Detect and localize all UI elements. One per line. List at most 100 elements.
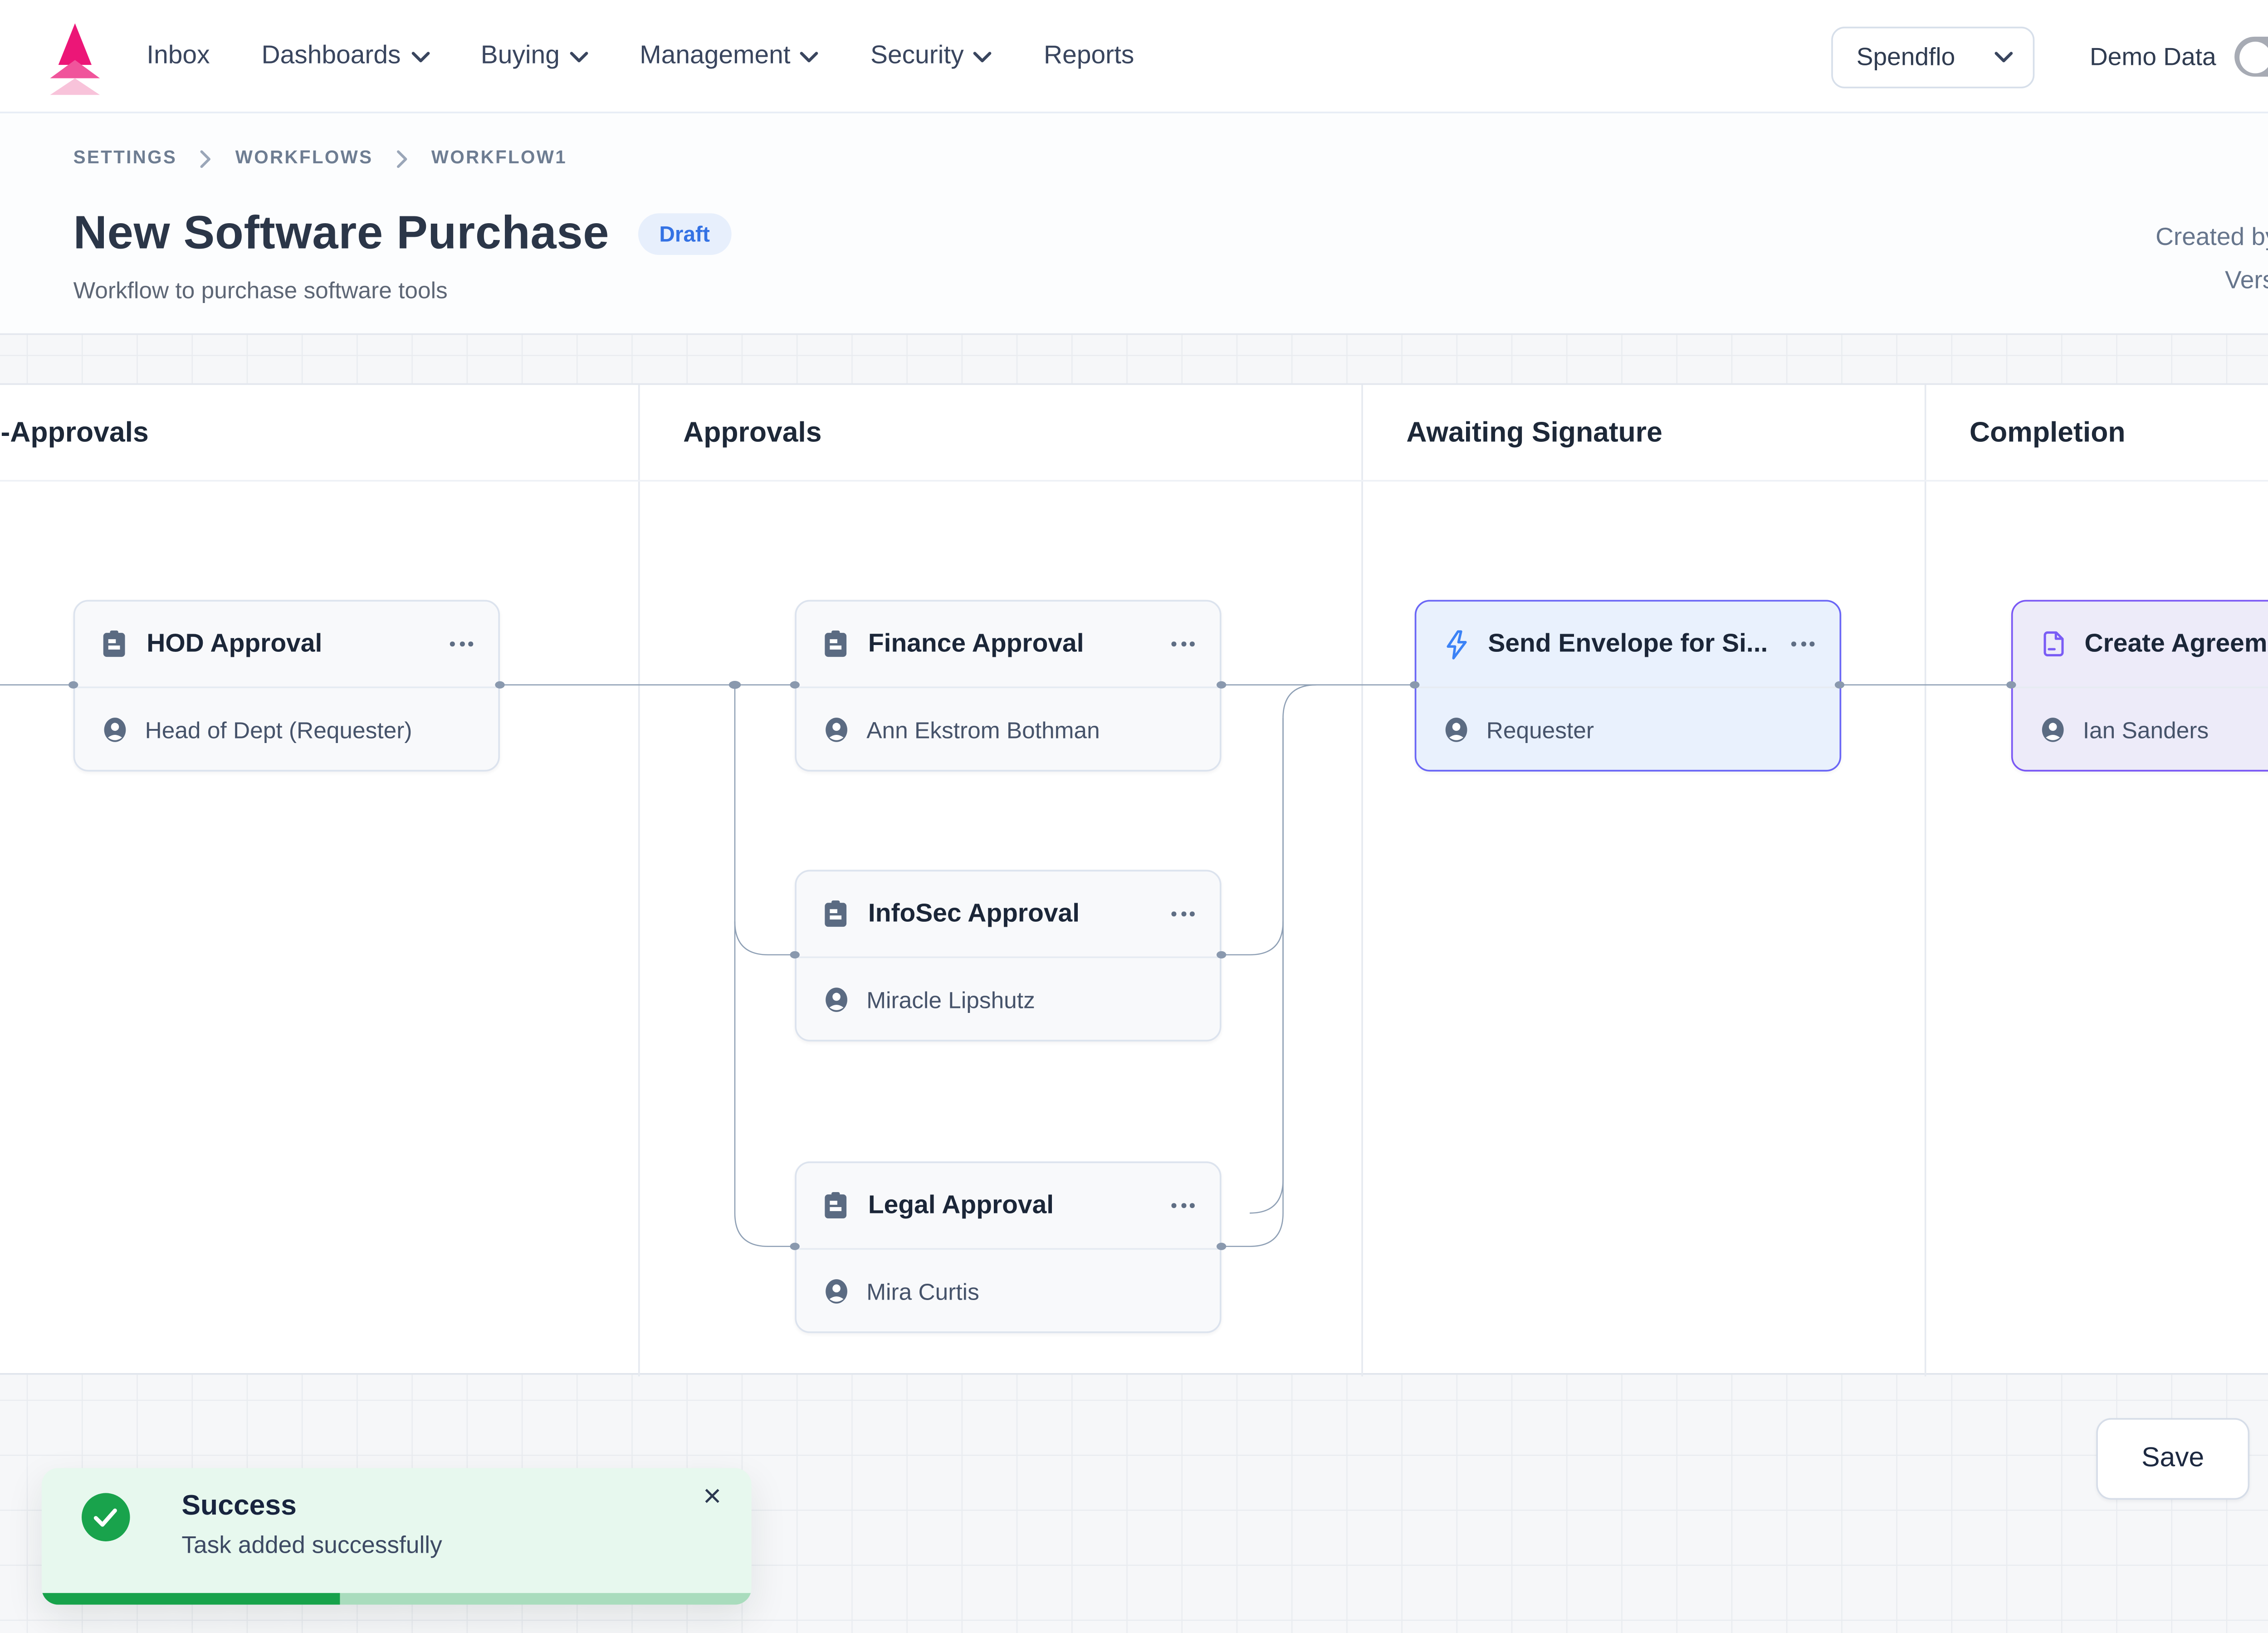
lane-approvals: Approvals <box>638 385 1361 1377</box>
nav-menu: Inbox Dashboards Buying Management Secur… <box>147 0 1134 113</box>
toast-message: Task added successfully <box>181 1533 442 1560</box>
save-button-label: Save <box>2141 1443 2204 1473</box>
node-assignee: Miracle Lipshutz <box>866 986 1035 1013</box>
top-nav: Inbox Dashboards Buying Management Secur… <box>0 0 2268 113</box>
breadcrumb-settings[interactable]: SETTINGS <box>73 148 177 169</box>
nav-item-label: Security <box>870 41 964 70</box>
assignee-icon <box>823 717 850 743</box>
nav-item-management[interactable]: Management <box>640 42 819 72</box>
agreement-icon <box>2039 629 2068 659</box>
workflow-node-send-envelope[interactable]: Send Envelope for Si... Requester <box>1414 600 1842 772</box>
lane-title: Completion <box>1970 416 2126 449</box>
workspace-name: Spendflo <box>1856 42 1955 71</box>
lane-title: Awaiting Signature <box>1406 416 1662 449</box>
demo-data-label: Demo Data <box>2089 42 2216 71</box>
nav-item-security[interactable]: Security <box>870 42 992 72</box>
nav-item-label: Inbox <box>147 41 210 70</box>
save-button[interactable]: Save <box>2096 1418 2250 1500</box>
chevron-down-icon <box>801 51 819 62</box>
node-menu-icon[interactable] <box>447 635 477 653</box>
node-assignee-row: Requester <box>1416 686 1840 771</box>
breadcrumb-workflows[interactable]: WORKFLOWS <box>235 148 373 169</box>
nav-item-label: Reports <box>1044 41 1134 70</box>
lane-pre-approvals: Pre-Approvals <box>0 385 638 1377</box>
node-assignee: Ian Sanders <box>2082 716 2209 743</box>
nav-item-label: Management <box>640 41 791 70</box>
status-badge: Draft <box>637 212 732 254</box>
node-title: Send Envelope for Si... <box>1488 629 1768 658</box>
success-toast: Success Task added successfully × <box>41 1468 752 1605</box>
node-title: Finance Approval <box>868 629 1084 658</box>
assignee-icon <box>2039 717 2066 743</box>
chevron-down-icon <box>570 51 588 62</box>
node-assignee-row: Ann Ekstrom Bothman <box>796 686 1220 771</box>
node-assignee-row: Ian Sanders <box>2013 686 2268 771</box>
node-assignee: Requester <box>1486 716 1594 743</box>
chevron-right-icon <box>396 149 407 167</box>
nav-item-label: Dashboards <box>261 41 401 70</box>
assignee-icon <box>1443 717 1470 743</box>
node-menu-icon[interactable] <box>1169 905 1198 923</box>
node-assignee: Head of Dept (Requester) <box>145 716 412 743</box>
assignee-icon <box>823 987 850 1013</box>
demo-data-toggle[interactable] <box>2234 36 2268 77</box>
success-check-icon <box>82 1493 130 1541</box>
node-assignee: Ann Ekstrom Bothman <box>866 716 1100 743</box>
node-menu-icon[interactable] <box>1169 1197 1198 1215</box>
page-subtitle: Workflow to purchase software tools <box>73 276 448 303</box>
node-menu-icon[interactable] <box>1169 635 1198 653</box>
toast-title: Success <box>181 1490 297 1521</box>
assignee-icon <box>102 717 128 743</box>
chevron-down-icon <box>1994 51 2013 62</box>
breadcrumb: SETTINGS WORKFLOWS WORKFLOW1 <box>73 148 567 168</box>
spendflo-logo-icon[interactable] <box>47 23 103 95</box>
task-icon <box>823 1191 851 1221</box>
task-icon <box>102 629 130 659</box>
nav-item-dashboards[interactable]: Dashboards <box>261 42 429 72</box>
node-header: InfoSec Approval <box>797 871 1220 956</box>
workflow-node-legal-approval[interactable]: Legal Approval Mira Curtis <box>795 1161 1222 1333</box>
page-title: New Software Purchase <box>73 206 610 259</box>
node-header: Send Envelope for Si... <box>1416 601 1839 686</box>
workflow-node-hod-approval[interactable]: HOD Approval Head of Dept (Requester) <box>73 600 500 772</box>
nav-item-inbox[interactable]: Inbox <box>147 42 210 72</box>
assignee-icon <box>823 1278 850 1305</box>
lane-title: Pre-Approvals <box>0 416 149 449</box>
node-assignee-row: Head of Dept (Requester) <box>75 686 499 771</box>
breadcrumb-workflow1[interactable]: WORKFLOW1 <box>431 148 567 169</box>
version-label: Version: <box>2225 266 2268 295</box>
zap-icon <box>1443 629 1471 659</box>
node-header: Create Agreement <box>2013 601 2268 686</box>
node-title: InfoSec Approval <box>868 899 1080 928</box>
nav-item-buying[interactable]: Buying <box>481 42 588 72</box>
lane-awaiting-signature: Awaiting Signature <box>1361 385 1925 1377</box>
node-header: HOD Approval <box>75 601 498 686</box>
lane-completion: Completion <box>1924 385 2268 1377</box>
workspace-selector[interactable]: Spendflo <box>1831 25 2035 88</box>
close-icon[interactable]: × <box>703 1480 722 1515</box>
nav-item-reports[interactable]: Reports <box>1044 42 1134 72</box>
workflow-node-create-agreement[interactable]: Create Agreement Ian Sanders <box>2011 600 2268 772</box>
node-header: Finance Approval <box>797 601 1220 686</box>
task-icon <box>823 629 851 659</box>
workflow-meta: Created by: Angel Lubin Version: 1 (Deta… <box>2156 217 2268 303</box>
node-header: Legal Approval <box>797 1163 1220 1248</box>
workflow-node-infosec-approval[interactable]: InfoSec Approval Miracle Lipshutz <box>795 870 1222 1041</box>
node-assignee: Mira Curtis <box>866 1278 979 1305</box>
workflow-node-finance-approval[interactable]: Finance Approval Ann Ekstrom Bothman <box>795 600 1222 772</box>
node-assignee-row: Mira Curtis <box>796 1248 1220 1333</box>
task-icon <box>823 899 851 929</box>
node-menu-icon[interactable] <box>1789 635 1818 653</box>
toggle-knob <box>2239 41 2268 73</box>
chevron-down-icon <box>974 51 992 62</box>
node-assignee-row: Miracle Lipshutz <box>796 956 1220 1041</box>
toast-progress-fill <box>41 1593 340 1605</box>
node-title: HOD Approval <box>147 629 323 658</box>
node-title: Create Agreement <box>2084 629 2268 658</box>
toast-progress-track <box>41 1593 752 1605</box>
node-title: Legal Approval <box>868 1190 1054 1219</box>
nav-right-cluster: Spendflo Demo Data <box>1831 0 2268 113</box>
nav-item-label: Buying <box>480 41 560 70</box>
lane-header-divider <box>0 479 2268 482</box>
